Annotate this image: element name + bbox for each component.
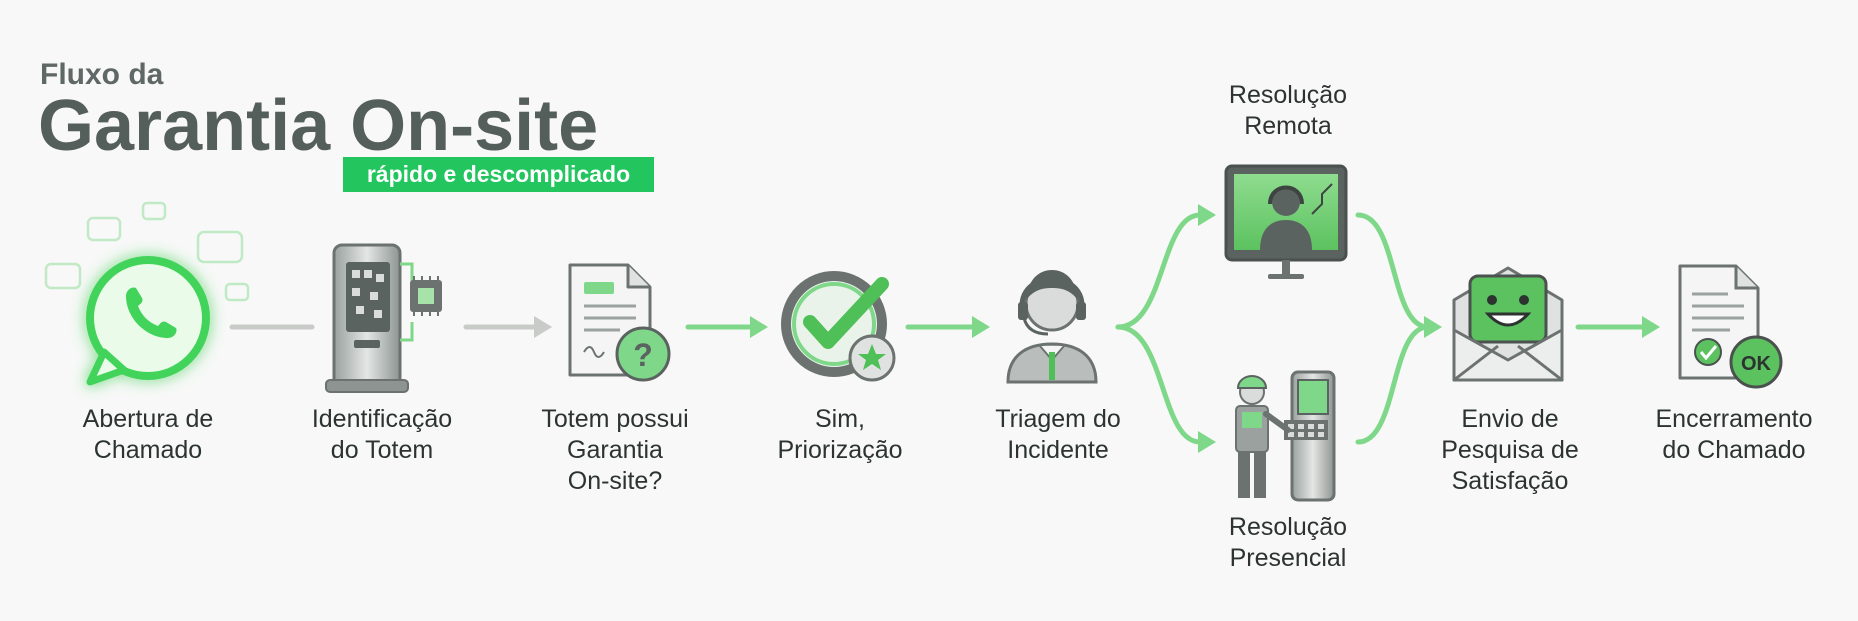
svg-text:?: ? — [633, 337, 653, 373]
arrow-to-onsite — [1198, 431, 1216, 453]
page-title: Garantia On-site — [38, 86, 599, 166]
title-prefix: Fluxo da — [40, 58, 164, 91]
connector-split — [1115, 212, 1203, 445]
whatsapp-icon — [44, 201, 250, 386]
technician-icon — [1235, 370, 1336, 502]
document-question-icon: ? — [568, 263, 671, 382]
arrow-to-survey — [1424, 316, 1442, 338]
arrow-to-remote — [1198, 204, 1216, 226]
support-agent-icon — [1006, 270, 1098, 384]
step-label-resolucao-remota: Resolução Remota — [1228, 81, 1348, 140]
connector-8-9 — [1575, 316, 1660, 338]
step-label-priorizacao: Sim, Priorização — [777, 405, 903, 464]
svg-text:OK: OK — [1741, 353, 1772, 375]
smiley-envelope-icon — [1452, 266, 1564, 382]
kiosk-totem-icon — [325, 243, 442, 393]
connector-2-3 — [463, 316, 552, 338]
step-label-abertura: Abertura de Chamado — [82, 405, 214, 464]
document-ok-icon: OK — [1678, 264, 1783, 389]
remote-monitor-icon — [1224, 164, 1348, 279]
step-label-pesquisa: Envio de Pesquisa de Satisfação — [1441, 405, 1579, 495]
step-label-resolucao-presencial: Resolução Presencial — [1228, 513, 1348, 572]
connector-4-5 — [905, 316, 990, 338]
connector-3-4 — [685, 316, 768, 338]
step-label-identificacao: Identificação do Totem — [311, 405, 453, 464]
step-label-totem-garantia: Totem possui Garantia On-site? — [541, 405, 689, 495]
check-badge-icon — [781, 271, 896, 382]
connector-merge — [1355, 212, 1431, 445]
step-label-encerramento: Encerramento do Chamado — [1655, 405, 1813, 464]
tagline-badge: rápido e descomplicado — [343, 157, 654, 192]
step-label-triagem: Triagem do Incidente — [995, 405, 1121, 464]
